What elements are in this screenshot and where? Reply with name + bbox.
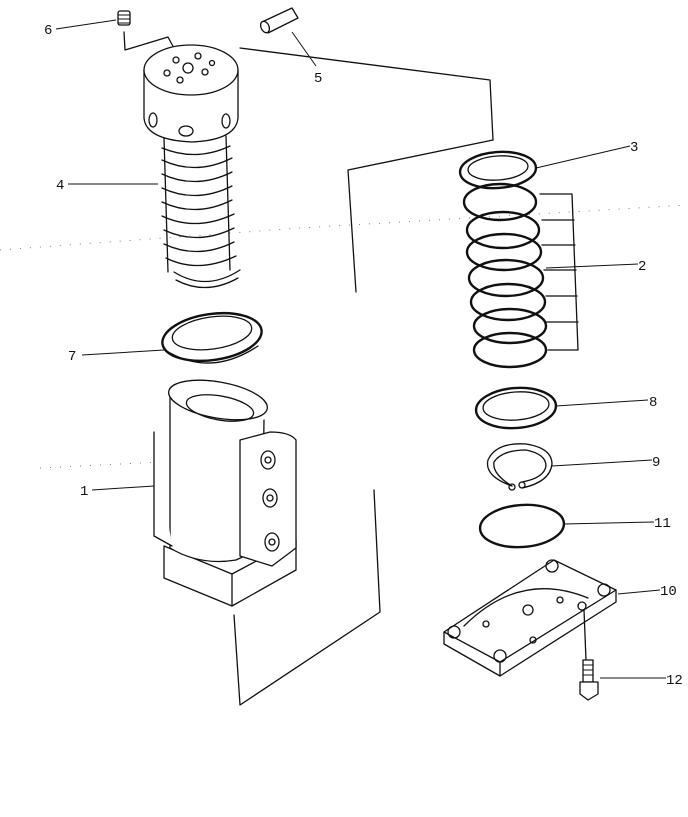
cover-plate-part (443, 559, 617, 677)
callout-1: 1 (80, 484, 88, 500)
seal-ring-part (161, 311, 263, 364)
top-ring-part (458, 150, 538, 190)
dotted-trace-lines (0, 204, 688, 469)
callout-3: 3 (630, 140, 638, 156)
rotor-column-part (143, 44, 241, 289)
callout-7: 7 (68, 349, 76, 365)
callout-11: 11 (654, 516, 671, 532)
callout-6: 6 (44, 23, 52, 39)
coil-spring-part (462, 182, 548, 369)
bolt-part (579, 659, 599, 701)
leader-lines (55, 19, 666, 679)
callout-10: 10 (660, 584, 677, 600)
callout-5: 5 (314, 71, 322, 87)
body-part (153, 379, 297, 607)
pin-part (259, 7, 299, 34)
o-ring-part (478, 503, 566, 549)
callout-4: 4 (56, 178, 64, 194)
spring-callout-bracket (539, 193, 579, 351)
callout-2: 2 (638, 259, 646, 275)
snap-ring-part (486, 443, 553, 491)
flat-ring-part (474, 386, 558, 430)
plug-part (117, 10, 177, 53)
callout-12: 12 (666, 673, 683, 689)
assembly-guide-lines (233, 47, 494, 706)
callout-labels: 6 5 4 7 1 3 2 8 9 11 10 12 (44, 23, 683, 689)
callout-8: 8 (649, 395, 657, 411)
callout-9: 9 (652, 455, 660, 471)
